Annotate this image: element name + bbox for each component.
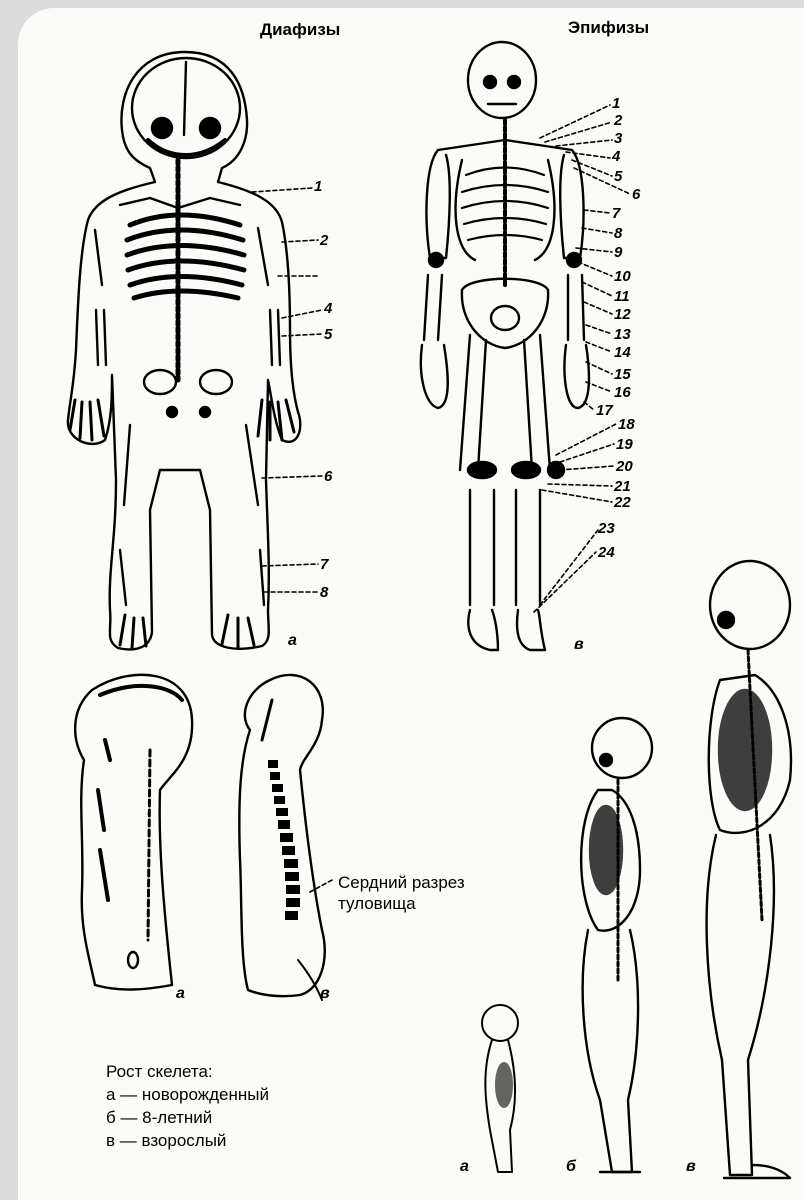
newborn-label: 1 [314, 178, 322, 195]
section-caption-line: Сердний разрез [338, 872, 465, 893]
adult-label: 23 [598, 520, 615, 537]
growth-child-figure [581, 718, 652, 1172]
adult-label: 10 [614, 268, 631, 285]
panel-letter-growth-adult: в [686, 1158, 696, 1176]
section-caption: Сердний разрез туловища [338, 872, 465, 914]
newborn-label: 6 [324, 468, 332, 485]
panel-letter-front-newborn: а [288, 632, 297, 650]
panel-letter-section-newborn: а [176, 985, 185, 1003]
growth-adult-figure [707, 561, 791, 1178]
adult-label: 21 [614, 478, 631, 495]
newborn-section-figure [75, 675, 192, 990]
adult-label: 19 [616, 436, 633, 453]
adult-label: 7 [612, 205, 620, 222]
adult-label: 16 [614, 384, 631, 401]
adult-label: 14 [614, 344, 631, 361]
newborn-front-figure [68, 52, 322, 649]
growth-legend: Рост скелета: а — новорожденный б — 8-ле… [106, 1060, 269, 1152]
adult-label: 9 [614, 244, 622, 261]
epiphyses-header: Эпифизы [568, 18, 649, 38]
legend-item: а — новорожденный [106, 1083, 269, 1106]
adult-label: 22 [614, 494, 631, 511]
panel-letter-section-adult: в [320, 985, 330, 1003]
newborn-label: 5 [324, 326, 332, 343]
newborn-label: 7 [320, 556, 328, 573]
newborn-label: 2 [320, 232, 328, 249]
adult-label: 15 [614, 366, 631, 383]
adult-label: 1 [612, 95, 620, 112]
adult-label: 12 [614, 306, 631, 323]
adult-label: 20 [616, 458, 633, 475]
adult-label: 2 [614, 112, 622, 129]
newborn-label: 4 [324, 300, 332, 317]
adult-label: 6 [632, 186, 640, 203]
adult-label: 13 [614, 326, 631, 343]
adult-label: 24 [598, 544, 615, 561]
adult-label: 17 [596, 402, 613, 419]
adult-label: 5 [614, 168, 622, 185]
adult-label: 8 [614, 225, 622, 242]
legend-title: Рост скелета: [106, 1060, 269, 1083]
adult-label: 11 [614, 288, 630, 305]
legend-item: б — 8-летний [106, 1106, 269, 1129]
diaphyses-header: Диафизы [260, 20, 340, 40]
adult-section-figure [239, 675, 332, 1000]
section-caption-line: туловища [338, 893, 465, 914]
panel-letter-growth-newborn: а [460, 1158, 469, 1176]
newborn-label: 8 [320, 584, 328, 601]
growth-newborn-figure [482, 1005, 518, 1172]
panel-letter-front-adult: в [574, 636, 584, 654]
legend-item: в — взорослый [106, 1129, 269, 1152]
adult-label: 18 [618, 416, 635, 433]
adult-label: 3 [614, 130, 622, 147]
panel-letter-growth-child: б [566, 1158, 576, 1176]
adult-label: 4 [612, 148, 620, 165]
